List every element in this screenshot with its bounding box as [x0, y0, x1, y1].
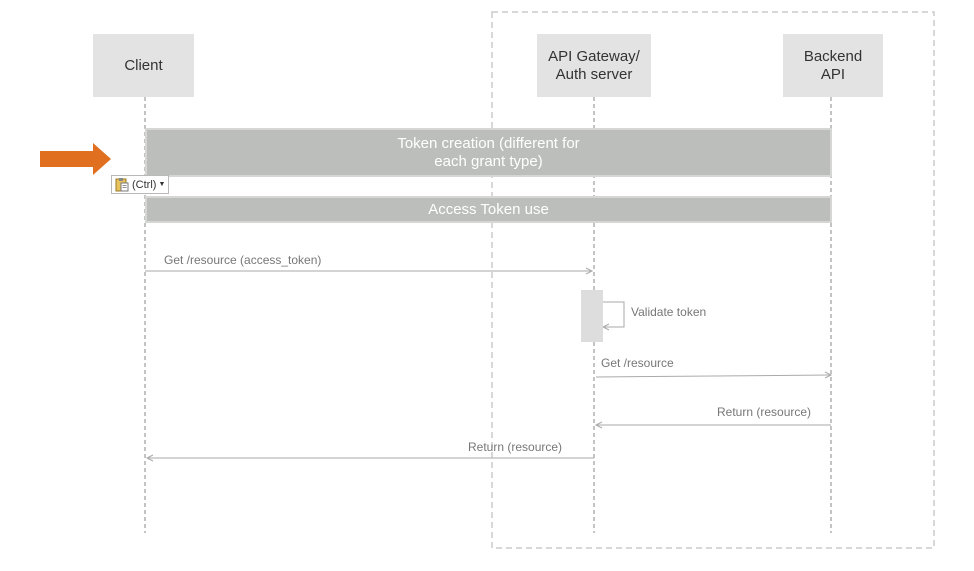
validate-token-label: Validate token: [631, 305, 707, 319]
get-resource-label: Get /resource: [601, 356, 674, 370]
backend-actor: Backend API: [783, 34, 883, 97]
validate-token-arrowhead: [601, 323, 610, 331]
clipboard-icon: [115, 178, 129, 192]
client-actor-label: Client: [124, 56, 163, 74]
get-resource-token-arrowhead: [585, 267, 594, 275]
gateway-backend-boundary: [491, 11, 935, 549]
return-client-arrowhead: [145, 454, 154, 462]
client-actor: Client: [93, 34, 194, 97]
gateway-actor: API Gateway/ Auth server: [537, 34, 651, 97]
gateway-actor-label: API Gateway/ Auth server: [548, 47, 640, 83]
arrow-right-icon: [40, 143, 111, 175]
return-client-label: Return (resource): [468, 440, 563, 454]
validate-token-arrow: [603, 301, 625, 328]
token-creation-band: Token creation (different for each grant…: [145, 128, 832, 177]
backend-actor-label: Backend API: [803, 47, 863, 83]
access-token-use-band: Access Token use: [145, 196, 832, 223]
get-resource-token-label: Get /resource (access_token): [164, 253, 322, 267]
paste-options-button[interactable]: (Ctrl) ▼: [111, 175, 169, 194]
get-resource-arrowhead: [824, 371, 833, 379]
return-backend-label: Return (resource): [717, 405, 812, 419]
get-resource-arrow: [595, 374, 832, 378]
paste-options-label: (Ctrl): [132, 178, 157, 191]
return-backend-arrowhead: [594, 421, 603, 429]
chevron-down-icon: ▼: [158, 181, 166, 188]
access-token-use-label: Access Token use: [428, 200, 549, 218]
token-creation-label: Token creation (different for each grant…: [397, 134, 580, 170]
gateway-activation-bar: [581, 290, 603, 342]
